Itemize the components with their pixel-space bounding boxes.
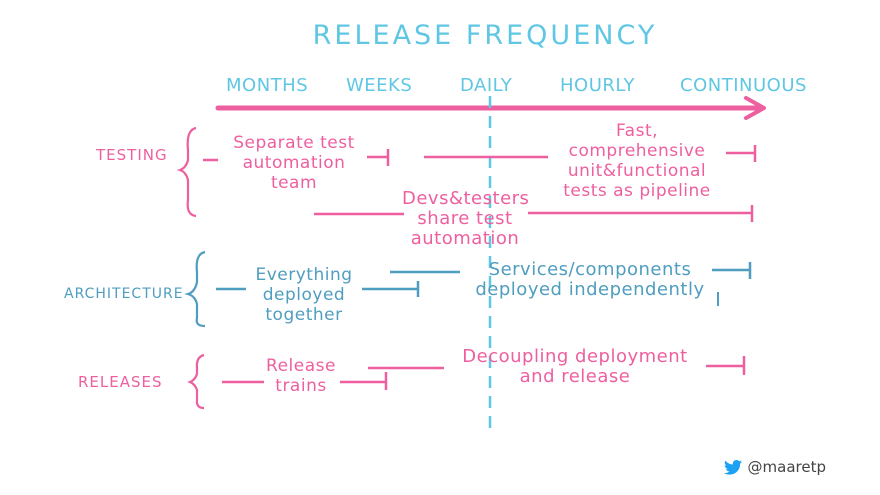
twitter-handle: @maaretp	[747, 458, 826, 476]
category-releases: RELEASES	[78, 373, 163, 391]
architecture-brace	[184, 250, 206, 328]
author-credit: @maaretp	[723, 458, 826, 476]
axis-label-weeks: WEEKS	[346, 75, 413, 96]
label-release-trains: Release trains	[266, 356, 336, 396]
axis-label-daily: DAILY	[460, 75, 513, 96]
label-everything-deployed-together: Everything deployed together	[255, 265, 353, 325]
twitter-bird-icon	[723, 460, 742, 475]
category-architecture: ARCHITECTURE	[64, 286, 184, 302]
axis-label-continuous: CONTINUOUS	[680, 75, 807, 96]
axis-label-hourly: HOURLY	[560, 75, 636, 96]
label-decoupling-deployment-release: Decoupling deployment and release	[462, 346, 688, 387]
testing-brace	[176, 126, 197, 218]
releases-brace	[187, 353, 205, 410]
arrow-head	[744, 96, 766, 120]
label-services-deployed-independently: Services/components deployed independent…	[475, 259, 705, 300]
category-testing: TESTING	[96, 146, 168, 164]
axis-label-months: MONTHS	[226, 75, 309, 96]
diagram-title: RELEASE FREQUENCY	[312, 20, 658, 51]
label-fast-comprehensive-tests: Fast, comprehensive unit&functional test…	[563, 121, 711, 201]
label-separate-test-team: Separate test automation team	[233, 133, 355, 193]
label-devs-testers-share: Devs&testers share test automation	[402, 188, 530, 249]
